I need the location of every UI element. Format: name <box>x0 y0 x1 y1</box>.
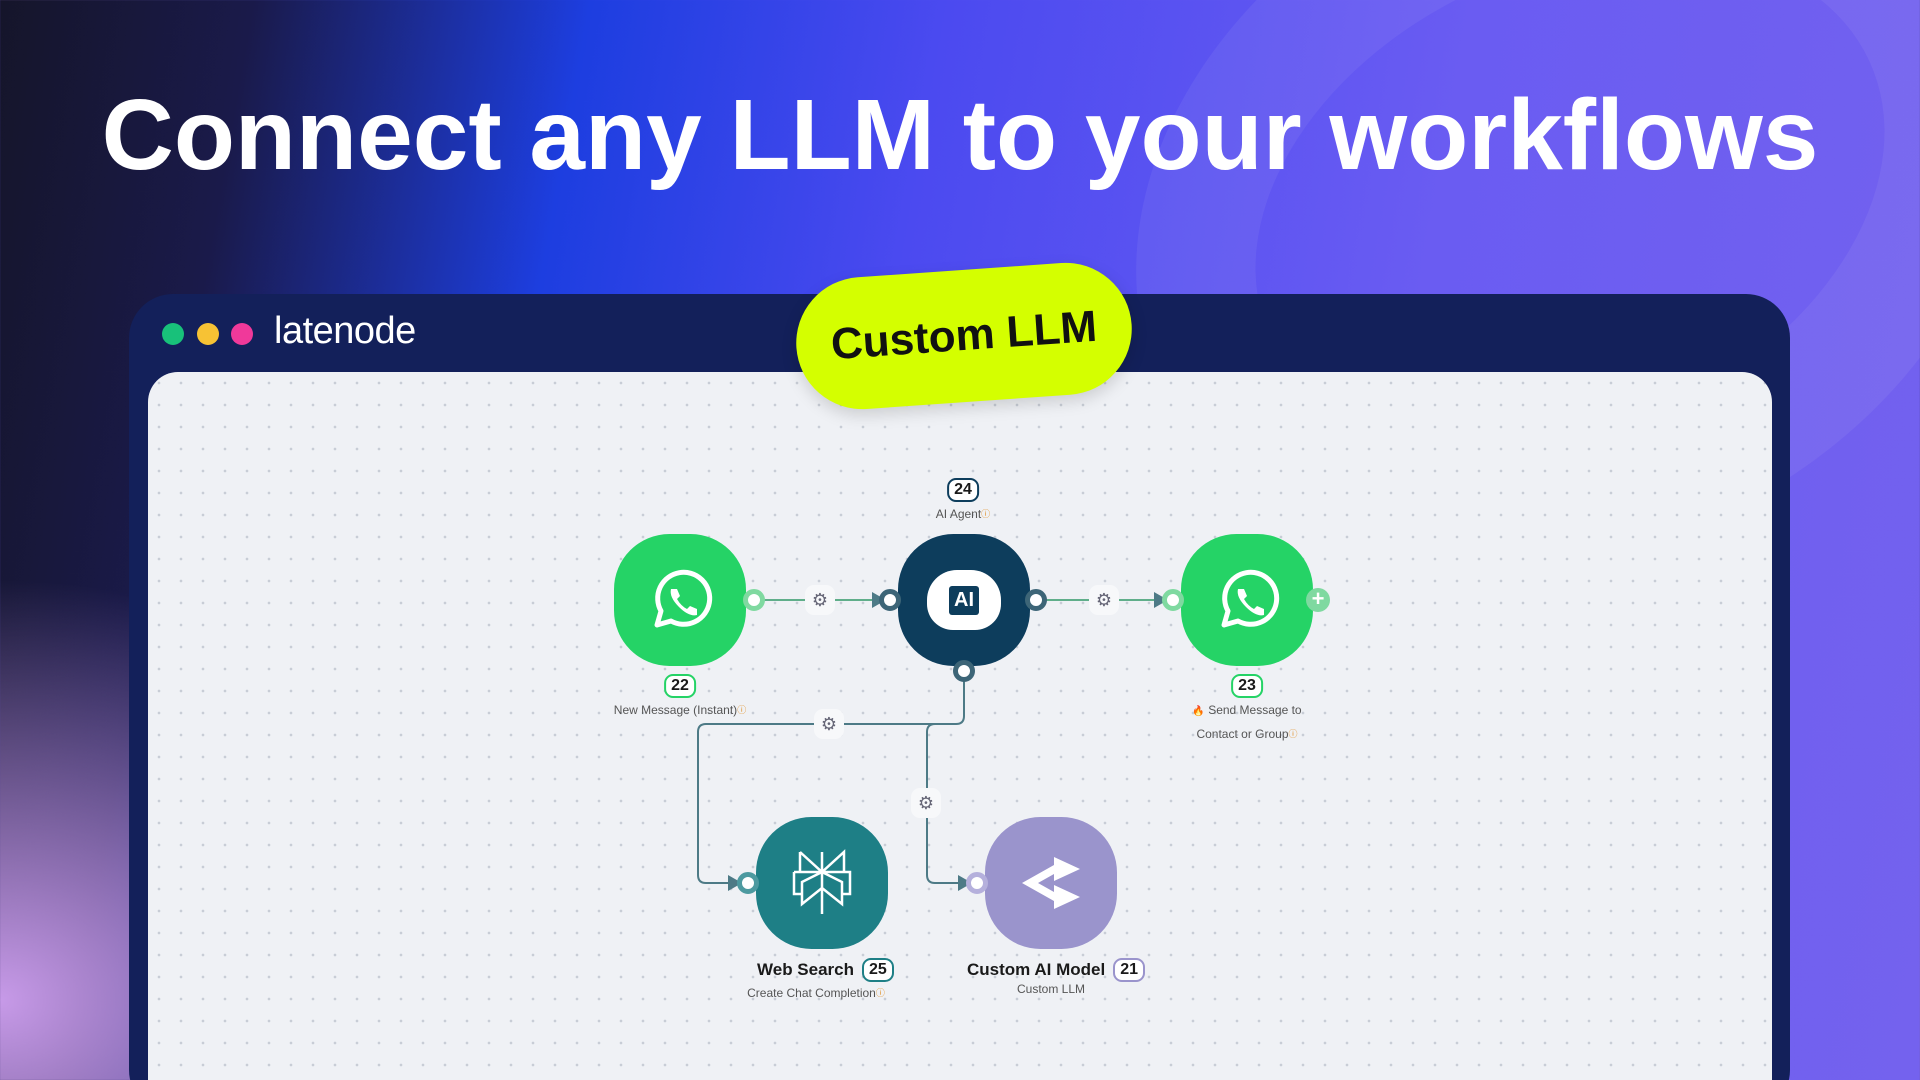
input-port[interactable] <box>737 872 759 894</box>
info-icon: ⓘ <box>737 705 747 715</box>
node-id-badge: 22 <box>664 674 696 698</box>
node-id-badge: 24 <box>947 478 979 502</box>
node-id-badge: 21 <box>1113 958 1145 982</box>
node-label: New Message (Instant)ⓘ <box>613 703 747 717</box>
add-node-button[interactable]: + <box>1306 588 1330 612</box>
ai-brain-icon: AI <box>927 570 1001 630</box>
window-dot-pink[interactable] <box>231 323 253 345</box>
perplexity-icon <box>792 849 852 914</box>
node-web-search[interactable] <box>756 817 888 949</box>
split-arrows-icon <box>1022 857 1080 909</box>
window-dot-green[interactable] <box>162 323 184 345</box>
node-whatsapp-send[interactable] <box>1181 534 1313 666</box>
output-port[interactable] <box>953 660 975 682</box>
custom-llm-pill: Custom LLM <box>791 258 1137 414</box>
edge-agent-search <box>697 672 965 891</box>
node-id-badge: 25 <box>862 958 894 982</box>
input-port[interactable] <box>966 872 988 894</box>
gear-icon[interactable]: ⚙ <box>1089 585 1119 615</box>
input-port[interactable] <box>1162 589 1184 611</box>
window-dot-yellow[interactable] <box>197 323 219 345</box>
whatsapp-icon <box>654 569 713 628</box>
node-id-badge: 23 <box>1231 674 1263 698</box>
output-port[interactable] <box>1025 589 1047 611</box>
input-port[interactable] <box>879 589 901 611</box>
whatsapp-icon <box>1221 569 1280 628</box>
node-title-row: Custom AI Model 21 <box>967 958 1145 982</box>
node-title-row: Web Search 25 <box>757 958 894 982</box>
gear-icon[interactable]: ⚙ <box>814 709 844 739</box>
node-whatsapp-trigger[interactable] <box>614 534 746 666</box>
gear-icon[interactable]: ⚙ <box>911 788 941 818</box>
node-label: Custom LLM <box>1016 982 1086 996</box>
edge-agent-custom <box>926 723 972 891</box>
node-ai-agent[interactable]: AI <box>898 534 1030 666</box>
info-icon: ⓘ <box>981 509 991 519</box>
node-label: Create Chat Completionⓘ <box>747 986 885 1000</box>
node-custom-ai-model[interactable] <box>985 817 1117 949</box>
info-icon: ⓘ <box>1288 729 1298 739</box>
node-title: Custom AI Model <box>967 960 1106 979</box>
output-port[interactable] <box>743 589 765 611</box>
fire-icon: 🔥 <box>1192 706 1205 717</box>
node-label: AI Agentⓘ <box>935 507 991 521</box>
headline: Connect any LLM to your workflows <box>101 79 1819 191</box>
info-icon: ⓘ <box>875 988 885 998</box>
latenode-logo: latenode <box>274 310 416 352</box>
node-title: Web Search <box>757 960 855 979</box>
gear-icon[interactable]: ⚙ <box>805 585 835 615</box>
